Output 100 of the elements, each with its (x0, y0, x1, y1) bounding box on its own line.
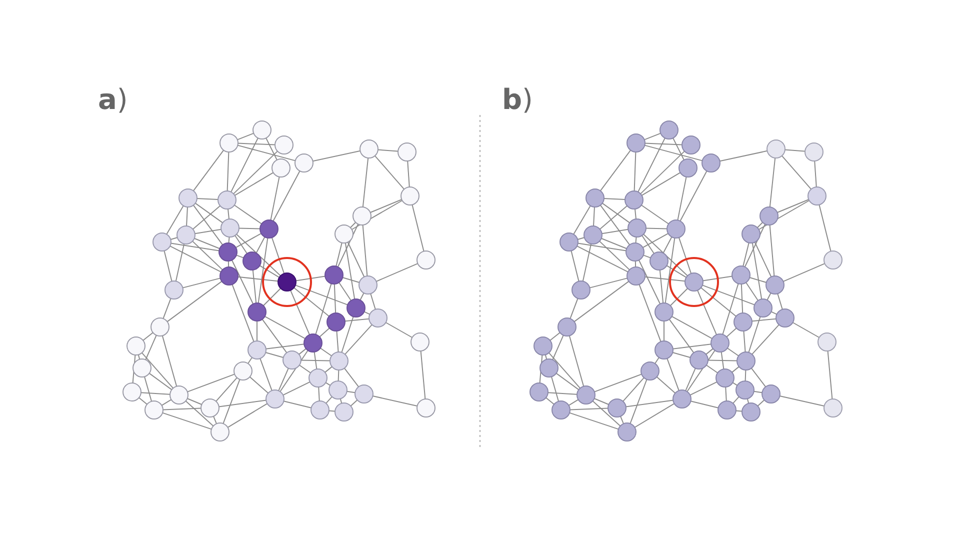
network-edge (740, 284, 744, 314)
network-edge (314, 351, 318, 370)
network-edge (664, 237, 676, 304)
network-edge (638, 138, 666, 192)
network-edge (556, 372, 580, 390)
network-edge (642, 235, 654, 254)
network-edge (280, 350, 308, 392)
network-edge (295, 276, 326, 282)
network-node (218, 242, 238, 262)
network-node (678, 158, 698, 178)
network-edge (638, 260, 661, 304)
network-edge (569, 412, 619, 430)
network-edge (570, 408, 608, 410)
network-node (734, 312, 752, 332)
network-node (266, 390, 284, 408)
network-node (560, 232, 578, 252)
network-node (650, 252, 668, 270)
network-edge (719, 150, 768, 162)
network-edge (668, 318, 694, 354)
network-edge (672, 352, 691, 358)
network-edge (249, 376, 269, 394)
network-node (398, 142, 416, 162)
network-edge (148, 372, 172, 390)
network-node (274, 136, 294, 154)
network-node (334, 402, 354, 422)
network-edge (725, 386, 727, 402)
network-edge (827, 350, 833, 400)
network-edge (248, 357, 252, 364)
network-edge (570, 250, 580, 282)
network-node (248, 340, 266, 360)
network-edge (678, 237, 692, 274)
network-edge (756, 222, 764, 228)
network-edge (589, 278, 628, 288)
network-edge (145, 334, 157, 360)
network-node (278, 272, 296, 292)
network-edge (271, 237, 285, 274)
network-edge (234, 235, 248, 254)
network-edge (568, 335, 584, 387)
network-edge (298, 364, 312, 374)
network-edge (634, 152, 636, 192)
network-node (618, 422, 636, 442)
network-node (294, 154, 314, 172)
network-edge (262, 318, 288, 354)
network-edge (372, 396, 418, 406)
network-edge (573, 205, 591, 235)
network-edge (233, 150, 278, 194)
network-edge (196, 198, 218, 200)
network-node (762, 384, 780, 404)
network-edge (582, 243, 592, 282)
network-node (754, 298, 772, 318)
network-edge (162, 298, 172, 320)
network-edge (294, 284, 348, 306)
network-edge (599, 240, 630, 270)
network-edge (227, 403, 268, 428)
network-edge (666, 265, 687, 278)
network-node (220, 266, 238, 286)
network-edge (671, 316, 713, 340)
network-node (666, 220, 686, 238)
network-node (534, 336, 552, 356)
network-edge (752, 242, 762, 300)
network-edge (228, 208, 230, 220)
network-edge (743, 330, 746, 352)
network-edge (259, 265, 280, 278)
network-edge (748, 316, 761, 353)
network-node (626, 266, 646, 286)
network-edge (232, 284, 254, 342)
network-edge (334, 284, 336, 314)
network-node (628, 218, 646, 238)
network-edge (634, 208, 636, 220)
network-edge (576, 246, 628, 272)
network-node (218, 190, 236, 210)
network-node (552, 400, 570, 420)
network-edge (746, 282, 758, 301)
network-edge (235, 232, 262, 248)
network-node (736, 352, 756, 370)
network-node (572, 280, 590, 300)
network-node (308, 368, 328, 388)
network-edge (170, 246, 222, 272)
network-node (272, 158, 290, 178)
network-node (352, 206, 372, 226)
network-edge (726, 348, 740, 356)
network-edge (166, 205, 184, 235)
network-edge (638, 284, 662, 342)
network-edge (192, 205, 221, 230)
network-edge (680, 170, 708, 222)
network-edge (270, 176, 280, 221)
network-node (776, 308, 794, 328)
network-edge (726, 328, 737, 338)
network-node (150, 318, 170, 336)
network-edge (236, 234, 281, 276)
network-node (248, 302, 266, 322)
network-node (672, 390, 692, 408)
network-edge (362, 158, 369, 208)
network-edge (594, 374, 642, 392)
network-edge (234, 204, 262, 224)
network-node (654, 302, 674, 322)
network-edge (378, 149, 398, 152)
network-edge (370, 199, 402, 213)
network-node (702, 154, 720, 172)
network-edge (622, 377, 644, 402)
